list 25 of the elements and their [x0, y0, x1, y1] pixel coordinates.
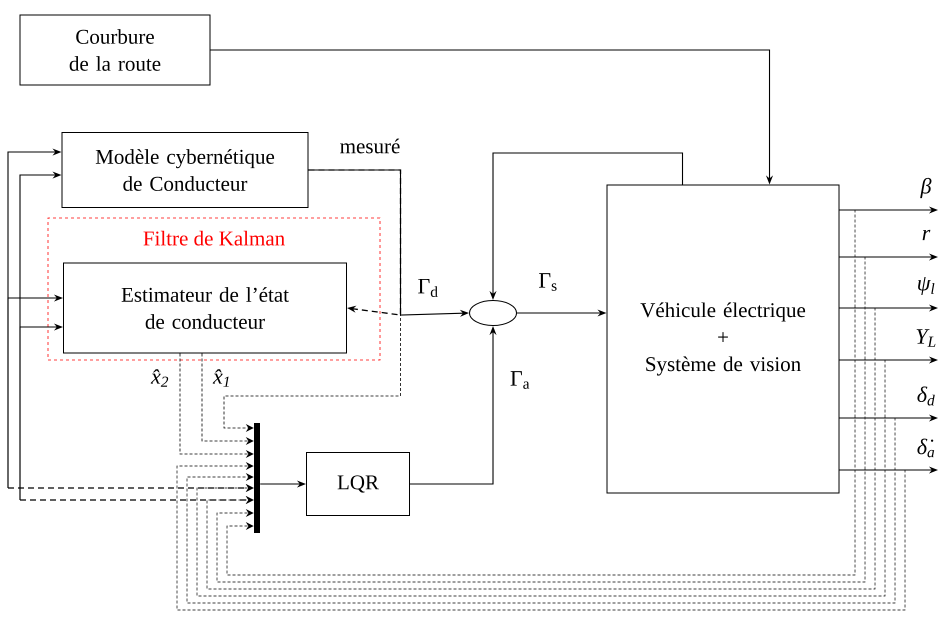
model-box: Modèle cybernétique de Conducteur [62, 132, 308, 208]
edge-label: δ̇$_{a}$ [917, 438, 934, 458]
edge-label: x̂$_{1}$ [212, 369, 229, 387]
edge-label: x̂$_{2}$ [150, 369, 168, 387]
arrow [226, 210, 856, 576]
edge-label: Γ$_{d}$ [418, 278, 438, 298]
signal-label: mesuré [340, 138, 400, 154]
edge-label: Γ$_{s}$ [539, 273, 557, 291]
text-box: Courbure de la route [20, 14, 210, 86]
arrow [196, 360, 886, 596]
arrow [308, 169, 402, 316]
vehicle-box: Véhicule électrique + Système de vision [606, 184, 840, 494]
arrow [176, 462, 906, 610]
edge-label: r [922, 230, 930, 240]
arrow [186, 418, 896, 604]
summing-junction [469, 300, 517, 326]
edge-label: β [920, 178, 932, 198]
arrow [206, 308, 876, 590]
controller-box: LQR [306, 452, 410, 516]
arrow [216, 256, 866, 582]
edge-label: ψ$_{l}$ [918, 277, 934, 295]
edge-label: δ$_{d}$ [917, 386, 935, 406]
estimator-box: Estimateur de l’état de conducteur [63, 262, 347, 354]
edge-label: Y$_{L}$ [916, 329, 936, 347]
edge-label: Γ$_{a}$ [510, 371, 530, 389]
